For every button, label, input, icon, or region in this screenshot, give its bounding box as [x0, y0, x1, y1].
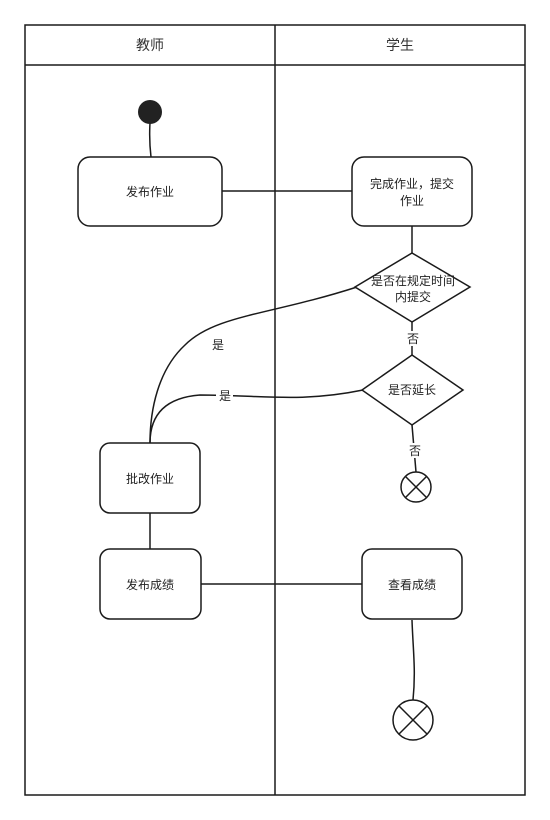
decision-on-time-label-2: 内提交	[395, 289, 431, 304]
edge-label-bg-extended-yes	[216, 388, 233, 403]
edge-label-bg-extended-no	[406, 443, 423, 458]
lane-title-teacher: 教师	[136, 38, 164, 54]
activity-publish-homework	[77, 156, 223, 227]
edge-start-to-publish	[148, 122, 152, 158]
decision-on-time-label-1: 是否在规定时间	[371, 273, 455, 288]
activity-view-grades	[361, 548, 463, 620]
activity-grade-homework-label: 批改作业	[126, 471, 174, 486]
decision-extended-label: 是否延长	[388, 383, 436, 397]
activity-view-grades-label: 查看成绩	[388, 578, 436, 592]
edge-label-bg-ontime-yes	[209, 337, 226, 352]
edge-label-ontime-no: 否	[407, 332, 419, 346]
edge-view-to-end	[411, 619, 416, 701]
activity-complete-submit	[351, 156, 473, 227]
activity-publish-homework-label: 发布作业	[126, 184, 174, 199]
decision-on-time	[353, 252, 472, 323]
decision-extended	[360, 354, 465, 426]
activity-publish-grades	[99, 548, 202, 620]
edge-label-bg-ontime-no	[404, 331, 421, 346]
activity-grade-homework	[99, 442, 201, 514]
flow-final-node-1	[400, 471, 432, 503]
lane-title-student: 学生	[386, 38, 414, 54]
flow-final-node-2	[392, 699, 434, 741]
edge-label-extended-no: 否	[409, 444, 421, 458]
edge-label-ontime-yes: 是	[212, 338, 224, 352]
activity-complete-submit-label-2: 作业	[400, 194, 424, 208]
edge-ontime-yes-to-grade	[149, 286, 358, 444]
edge-label-extended-yes: 是	[219, 389, 231, 403]
activity-complete-submit-label-1: 完成作业，提交	[370, 176, 454, 191]
edge-extended-yes-to-grade	[149, 389, 364, 444]
activity-publish-grades-label: 发布成绩	[126, 577, 174, 592]
start-node	[138, 100, 162, 124]
